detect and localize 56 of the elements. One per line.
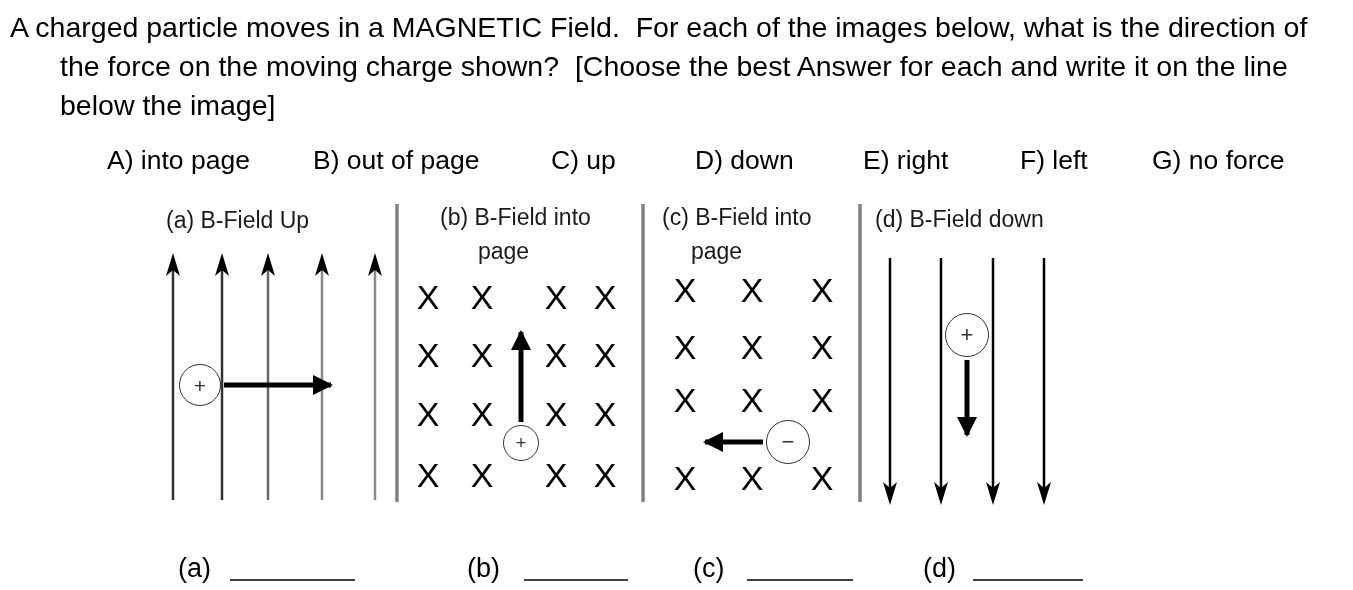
charge-sign: + xyxy=(193,374,207,396)
charge-circle xyxy=(503,425,539,461)
answer-option: C) up xyxy=(551,144,616,176)
answer-option: E) right xyxy=(863,144,949,176)
field-into-page-mark: X xyxy=(810,383,834,417)
answer-option: G) no force xyxy=(1152,144,1285,176)
field-into-page-mark: X xyxy=(740,383,764,417)
charge-circle xyxy=(766,420,810,464)
velocity-arrow xyxy=(224,375,333,395)
field-into-page-mark: X xyxy=(470,397,494,431)
velocity-arrow xyxy=(957,360,977,437)
field-into-page-mark: X xyxy=(810,330,834,364)
field-into-page-mark: X xyxy=(810,273,834,307)
panel-heading: (d) B-Field down xyxy=(875,205,1044,234)
field-into-page-mark: X xyxy=(544,338,568,372)
charge-circle xyxy=(179,364,221,406)
field-into-page-mark: X xyxy=(673,461,697,495)
charge-sign: − xyxy=(781,431,795,453)
field-into-page-mark: X xyxy=(544,397,568,431)
field-into-page-mark: X xyxy=(593,397,617,431)
panel-heading: (a) B-Field Up xyxy=(166,206,310,235)
charge-circle xyxy=(945,313,989,357)
answer-option: F) left xyxy=(1020,144,1088,176)
panel-label: (c) xyxy=(693,552,725,584)
field-into-page-mark: X xyxy=(740,461,764,495)
field-into-page-mark: X xyxy=(593,280,617,314)
panel-label: (b) xyxy=(467,552,500,584)
field-into-page-mark: X xyxy=(470,458,494,492)
answer-option: B) out of page xyxy=(313,144,480,176)
field-into-page-mark: X xyxy=(470,280,494,314)
field-into-page-mark: X xyxy=(416,397,440,431)
panel-heading: (c) B-Field into page xyxy=(662,203,813,266)
field-into-page-mark: X xyxy=(470,338,494,372)
field-into-page-mark: X xyxy=(593,338,617,372)
field-into-page-mark: X xyxy=(416,280,440,314)
charge-sign: + xyxy=(960,324,974,346)
field-into-page-mark: X xyxy=(740,330,764,364)
charge-sign: + xyxy=(515,434,527,452)
field-into-page-mark: X xyxy=(740,273,764,307)
field-into-page-mark: X xyxy=(673,383,697,417)
question-text: A charged particle moves in a MAGNETIC Field. For each of the images below, what is the direction of the force on the moving charge shown? [Choose the best Answer for each and write it on the line below the image] xyxy=(10,10,1309,123)
field-into-page-mark: X xyxy=(673,330,697,364)
field-into-page-mark: X xyxy=(673,273,697,307)
velocity-arrow xyxy=(703,432,763,452)
answer-option: D) down xyxy=(695,144,794,176)
field-into-page-mark: X xyxy=(810,461,834,495)
field-into-page-mark: X xyxy=(593,458,617,492)
field-into-page-mark: X xyxy=(416,338,440,372)
velocity-arrow xyxy=(511,330,531,422)
field-into-page-mark: X xyxy=(544,458,568,492)
field-into-page-mark: X xyxy=(544,280,568,314)
panel-label: (a) xyxy=(178,552,211,584)
field-into-page-mark: X xyxy=(416,458,440,492)
answer-option: A) into page xyxy=(107,144,250,176)
panel-label: (d) xyxy=(923,552,956,584)
panel-heading: (b) B-Field into page xyxy=(440,203,592,266)
